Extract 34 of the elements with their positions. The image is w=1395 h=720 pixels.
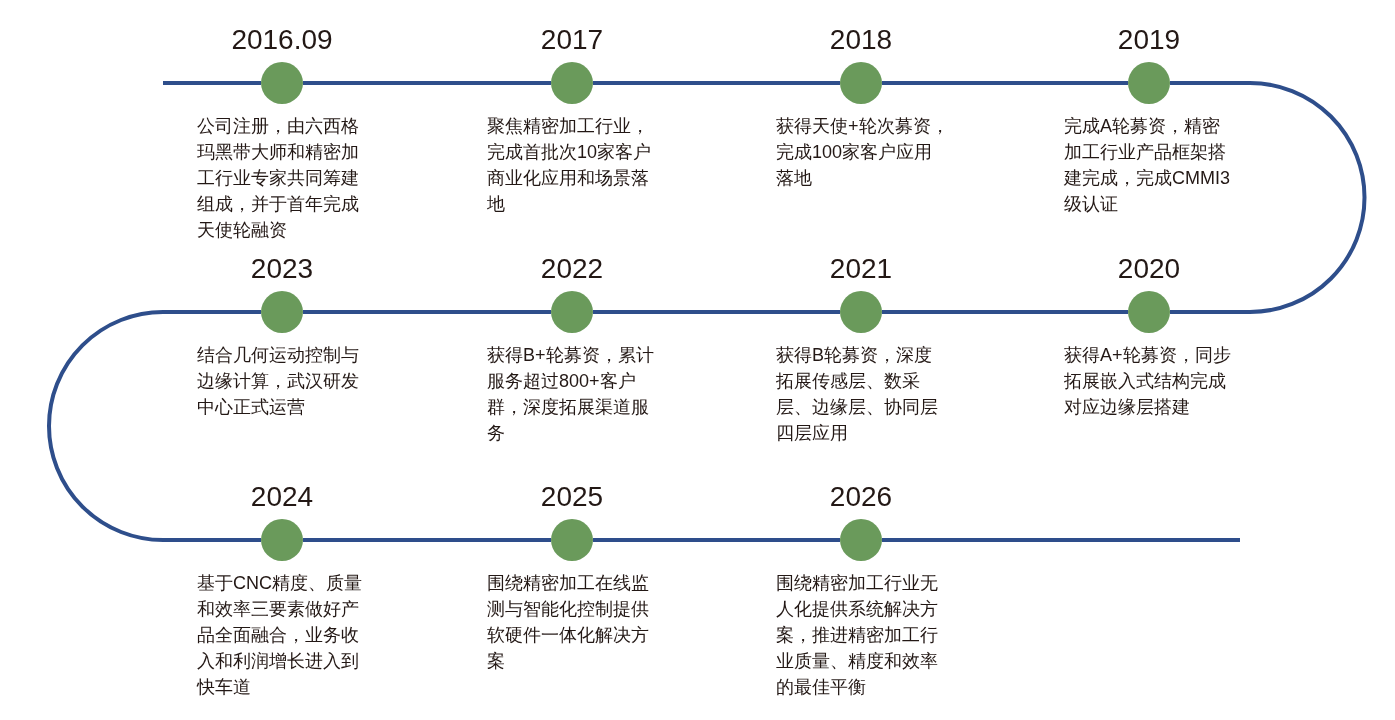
year-label: 2022: [540, 253, 604, 285]
year-label: 2019: [1117, 24, 1181, 56]
milestone-description: 结合几何运动控制与边缘计算，武汉研发中心正式运营: [197, 344, 360, 419]
timeline-line: [593, 310, 840, 314]
timeline-line: [882, 310, 1128, 314]
timeline-line: [47, 310, 261, 542]
timeline-line: [1170, 81, 1367, 314]
milestone-description: 围绕精密加工在线监测与智能化控制提供软硬件一体化解决方案: [487, 572, 650, 673]
timeline-line: [593, 538, 840, 542]
year-label: 2017: [540, 24, 604, 56]
milestone-description: 获得天使+轮次募资，完成100家客户应用落地: [776, 115, 950, 190]
milestone-description: 获得B轮募资，深度拓展传感层、数采层、边缘层、协同层四层应用: [776, 344, 939, 445]
milestone-description: 完成A轮募资，精密加工行业产品框架搭建完成，完成CMMI3级认证: [1064, 115, 1231, 216]
milestone-description: 获得A+轮募资，同步拓展嵌入式结构完成对应边缘层搭建: [1064, 344, 1232, 419]
year-label: 2024: [250, 481, 314, 513]
timeline-line: [163, 81, 261, 85]
timeline-line: [303, 310, 551, 314]
milestone-description: 聚焦精密加工行业，完成首批次10家客户商业化应用和场景落地: [487, 115, 653, 216]
year-label: 2026: [829, 481, 893, 513]
milestone-description: 获得B+轮募资，累计服务超过800+客户群，深度拓展渠道服务: [487, 344, 655, 445]
year-label: 2023: [250, 253, 314, 285]
milestone-description: 围绕精密加工行业无人化提供系统解决方案，推进精密加工行业质量、精度和效率的最佳平衡: [776, 572, 939, 699]
timeline-line: [882, 538, 1240, 542]
year-label: 2025: [540, 481, 604, 513]
year-label: 2021: [829, 253, 893, 285]
timeline-line: [882, 81, 1128, 85]
year-label: 2020: [1117, 253, 1181, 285]
timeline-line: [593, 81, 840, 85]
timeline-line: [303, 538, 551, 542]
timeline-line: [303, 81, 551, 85]
milestone-description: 公司注册，由六西格玛黑带大师和精密加工行业专家共同筹建组成，并于首年完成天使轮融资: [197, 115, 360, 242]
milestone-description: 基于CNC精度、质量和效率三要素做好产品全面融合，业务收入和利润增长进入到快车道: [197, 572, 363, 699]
year-label: 2016.09: [231, 24, 333, 56]
year-label: 2018: [829, 24, 893, 56]
